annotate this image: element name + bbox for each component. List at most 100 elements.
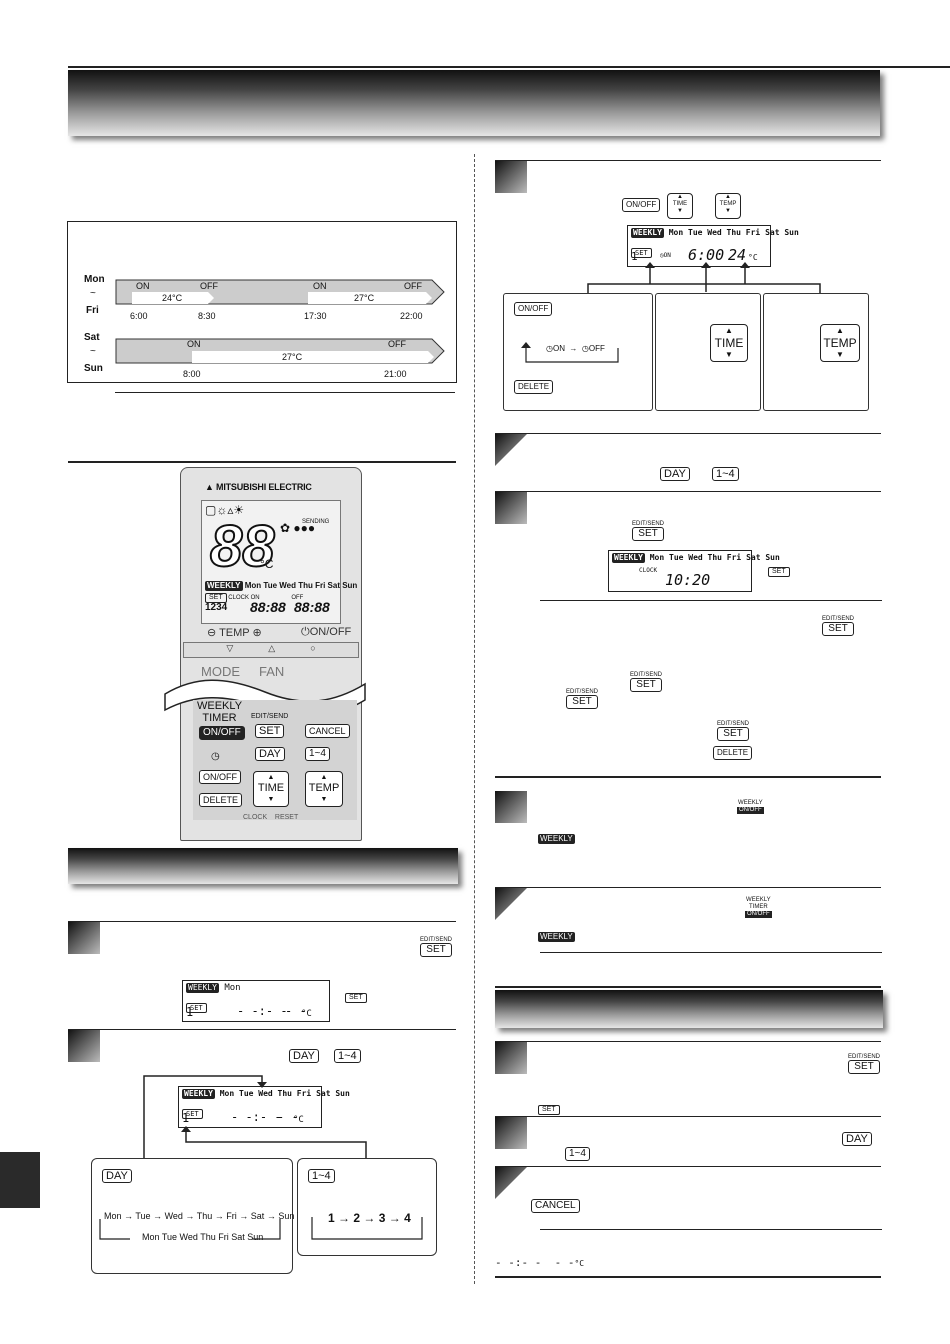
mode-label: MODE	[201, 664, 240, 679]
right-day-key[interactable]: DAY	[660, 467, 690, 481]
label-fri: Fri	[86, 305, 99, 316]
r1-on2: ON	[313, 281, 327, 291]
right-editsend-key-3[interactable]: EDIT/SEND SET	[630, 672, 663, 692]
temp-row: ⊖ TEMP ⊕	[207, 627, 262, 639]
remote-timer-onoff-button[interactable]: ON/OFF	[199, 770, 241, 784]
left-editsend-key[interactable]: EDIT/SEND SET	[420, 937, 453, 957]
right-range-key[interactable]: 1~4	[712, 467, 739, 481]
label-sat: Sat	[84, 332, 100, 343]
left-range-box: 1~4 1 → 2 → 3 → 4	[297, 1158, 437, 1256]
schedule-diagram: Mon ~ Fri Sat ~ Sun ON OFF ON OFF 24°C 2…	[67, 221, 457, 383]
remote-set-button[interactable]: SET	[255, 724, 285, 738]
box-time-key: ▲TIME▼	[710, 324, 748, 362]
display-time1: 88:88	[250, 599, 286, 615]
r2-t2: 21:00	[384, 369, 407, 379]
remote-temp-button[interactable]: ▲TEMP▼	[305, 771, 343, 807]
left-lcd-2: WEEKLY Mon Tue Wed Thu Fri Sat Sun SET 1…	[178, 1086, 350, 1128]
r1-off2: OFF	[404, 281, 422, 291]
weekly-badge-2: WEEKLY	[538, 932, 575, 942]
right-onoff-key[interactable]: ON/OFF	[622, 198, 661, 212]
right-step-c-marker	[495, 492, 527, 524]
remote-day-button[interactable]: DAY	[255, 747, 285, 761]
right-step-e-marker	[495, 888, 527, 920]
left-set-indicator: SET	[345, 986, 367, 1004]
clock-reset-labels: CLOCK RESET	[243, 814, 299, 821]
r1-t2: 8:30	[198, 311, 216, 321]
right-step-h-marker	[495, 1167, 527, 1199]
label-tilde2: ~	[90, 346, 96, 357]
weekly-onoff-button[interactable]: ON/OFF	[199, 726, 245, 740]
box-onoff-key: ON/OFF	[514, 302, 553, 316]
display-nums: 1234	[205, 602, 228, 613]
r2-off: OFF	[388, 339, 406, 349]
r1-t1: 6:00	[130, 311, 148, 321]
left-range-key[interactable]: 1~4	[334, 1049, 361, 1063]
right-set-indicator: SET	[768, 560, 790, 578]
remote-display: ▢☼▵☀ SENDING 88 °C ✿ ●●● WEEKLY Mon Tue …	[201, 500, 357, 624]
r1-temp1: 24°C	[162, 293, 183, 303]
right-delete-key[interactable]: DELETE	[713, 746, 753, 760]
blank-readout: - -:- - - -°C	[495, 1256, 585, 1269]
label-mon: Mon	[84, 274, 105, 285]
day-all: Mon Tue Wed Thu Fri Sat Sun	[142, 1232, 264, 1242]
label-tilde: ~	[90, 288, 96, 299]
remote-range-button[interactable]: 1~4	[305, 747, 330, 761]
r1-on1: ON	[136, 281, 150, 291]
left-subheader-banner	[68, 848, 458, 884]
plus-icon[interactable]: ⊕	[252, 627, 262, 639]
minus-icon[interactable]: ⊖	[207, 627, 217, 639]
left-lcd-1: WEEKLY Mon SET 1 - -:- - - - °C	[182, 980, 330, 1022]
right-temp-key[interactable]: ▲TEMP▼	[715, 193, 741, 219]
left-connectors	[143, 1075, 367, 1158]
day-box-key: DAY	[102, 1169, 132, 1183]
schedule-bars	[115, 279, 445, 364]
remote-controller: ▲ MITSUBISHI ELECTRIC ▢☼▵☀ SENDING 88 °C…	[164, 467, 366, 841]
right-editsend-key-2[interactable]: EDIT/SEND SET	[822, 616, 855, 636]
r2-t1: 8:00	[183, 369, 201, 379]
right-editsend-key-4[interactable]: EDIT/SEND SET	[566, 689, 599, 709]
range-sequence: 1 → 2 → 3 → 4	[328, 1211, 411, 1225]
left-day-key[interactable]: DAY	[289, 1049, 319, 1063]
right-range-key-2[interactable]: 1~4	[565, 1147, 590, 1161]
column-divider	[474, 154, 475, 1284]
display-set-row: SET CLOCK ON OFF	[205, 593, 303, 603]
right-connectors	[587, 262, 821, 296]
right-editsend-key-6[interactable]: EDIT/SEND SET	[848, 1054, 881, 1074]
right-step-d-marker	[495, 791, 527, 823]
big-unit: °C	[260, 557, 274, 571]
fan-label: FAN	[259, 664, 285, 679]
remote-cancel-button[interactable]: CANCEL	[305, 724, 350, 738]
right-editsend-key[interactable]: EDIT/SEND SET	[632, 521, 665, 541]
right-editsend-key-5[interactable]: EDIT/SEND SET	[717, 721, 750, 741]
clock-icon: ◷	[211, 751, 220, 762]
sending-label: SENDING	[302, 519, 330, 525]
mode-icons: ▢☼▵☀	[205, 503, 245, 517]
r1-t3: 17:30	[304, 311, 327, 321]
side-tab	[0, 1152, 40, 1208]
right-box-temp: ▲TEMP▼	[763, 293, 869, 411]
right-cancel-key[interactable]: CANCEL	[531, 1199, 580, 1213]
right-day-key-2[interactable]: DAY	[842, 1132, 872, 1146]
right-time-key[interactable]: ▲TIME▼	[667, 193, 693, 219]
r2-temp: 27°C	[282, 352, 303, 362]
range-box-key: 1~4	[308, 1169, 335, 1183]
label-sun: Sun	[84, 363, 103, 374]
display-days: WEEKLY Mon Tue Wed Thu Fri Sat Sun	[205, 581, 358, 591]
right-box-time: ▲TIME▼	[655, 293, 761, 411]
remote-delete-button[interactable]: DELETE	[199, 793, 243, 807]
right-set-indicator-2: SET	[538, 1098, 560, 1116]
left-step-2-marker	[68, 1030, 100, 1062]
r1-t4: 22:00	[400, 311, 423, 321]
remote-onoff-label[interactable]: ⏻ON/OFF	[301, 626, 352, 638]
remote-time-button[interactable]: ▲TIME▼	[253, 771, 289, 807]
right-step-b-marker	[495, 434, 527, 466]
right-subheader-banner	[495, 990, 883, 1028]
section-header-banner	[68, 70, 880, 136]
box-temp-key: ▲TEMP▼	[820, 324, 860, 362]
left-day-box: DAY Mon → Tue → Wed → Thu → Fri → Sat → …	[91, 1158, 294, 1274]
r2-on: ON	[187, 339, 201, 349]
right-lcd-4: WEEKLY Mon Tue Wed Thu Fri Sat Sun CLOCK…	[608, 550, 780, 592]
